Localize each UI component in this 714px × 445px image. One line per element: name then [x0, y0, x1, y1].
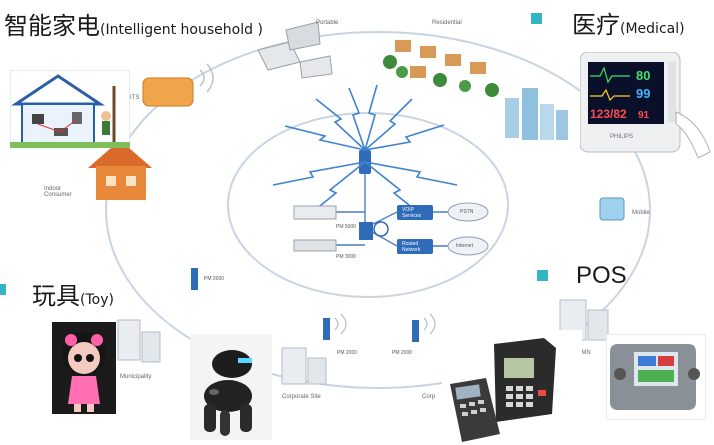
label-corporate-site: Corporate Site — [282, 394, 321, 400]
heading-pos: POS — [576, 262, 627, 290]
pm3000-device — [293, 239, 337, 252]
label-indoor-consumer: Indoor Consumer — [44, 186, 72, 198]
label-pm2000-a: PM 2000 — [204, 276, 225, 282]
label-corp-partial: Corp — [422, 394, 436, 400]
label-routed: Routed Network — [402, 241, 421, 253]
outer-ring — [105, 31, 651, 389]
label-pstn: PSTN — [460, 209, 474, 215]
label-portable: Portable — [316, 20, 339, 26]
voip-box — [397, 205, 433, 220]
heading-toy-zh: 玩具 — [32, 282, 80, 310]
monitor-value-map: 91 — [638, 110, 650, 121]
label-internet: Internet — [456, 243, 473, 249]
heading-medical-zh: 医疗 — [572, 11, 620, 39]
residential-houses-icon — [383, 40, 499, 97]
bullet-toy — [0, 284, 6, 295]
robot-dog-photo — [190, 334, 272, 440]
corporate-buildings-icon — [281, 347, 327, 385]
heading-medical: 医疗(Medical) — [572, 11, 685, 39]
core-switch-box — [359, 222, 373, 240]
indoor-consumer-house-icon — [88, 140, 152, 200]
bullet-pos — [537, 270, 548, 281]
its-device — [142, 77, 194, 107]
smart-home-photo — [10, 70, 130, 148]
label-municipality: Municipality — [120, 374, 152, 380]
pm5000-device — [293, 205, 337, 220]
label-voip: VOIP Services — [402, 207, 422, 219]
handheld-device-photo — [606, 334, 706, 420]
monitor-value-hr: 80 — [636, 68, 650, 83]
central-tower-icon — [272, 84, 458, 214]
pstn-cloud — [447, 202, 489, 222]
heading-medical-en: Medical — [625, 21, 680, 37]
pm2000-antennas-icon — [191, 268, 419, 342]
bullet-medical — [531, 13, 542, 24]
monitor-brand: PHILIPS — [610, 134, 633, 140]
inner-ring — [227, 112, 509, 298]
core-hub — [373, 221, 389, 237]
label-pm2000-c: PM 2000 — [392, 350, 413, 356]
internet-cloud — [447, 236, 489, 256]
heading-smart-home-en: Intelligent household — [105, 22, 253, 38]
pos-terminal-photo — [442, 330, 582, 444]
heading-toy: 玩具(Toy) — [32, 282, 114, 310]
monitor-value-spo2: 99 — [636, 86, 650, 101]
portable-laptops-icon — [257, 21, 333, 79]
routed-box — [397, 239, 433, 254]
medical-monitor-photo: 80 99 123/82 91 PHILIPS — [580, 52, 711, 159]
heading-smart-home-zh: 智能家电 — [4, 12, 100, 40]
label-residential: Residential — [432, 20, 462, 26]
heading-smart-home: 智能家电(Intelligent household ) — [4, 12, 263, 40]
city-buildings-icon — [505, 88, 568, 140]
label-mobile: Mobile — [632, 210, 650, 216]
label-pm5000: PM 5000 — [336, 224, 357, 230]
toy-doll-photo — [52, 322, 116, 414]
mobile-phone-icon — [599, 197, 625, 221]
municipality-buildings-icon — [117, 319, 161, 363]
label-pm3000: PM 3000 — [336, 254, 357, 260]
monitor-value-bp: 123/82 — [590, 107, 627, 121]
heading-pos-en: POS — [576, 262, 627, 289]
label-its: ITS — [130, 95, 140, 101]
label-pm2000-b: PM 2000 — [337, 350, 358, 356]
heading-toy-en: Toy — [85, 292, 109, 308]
